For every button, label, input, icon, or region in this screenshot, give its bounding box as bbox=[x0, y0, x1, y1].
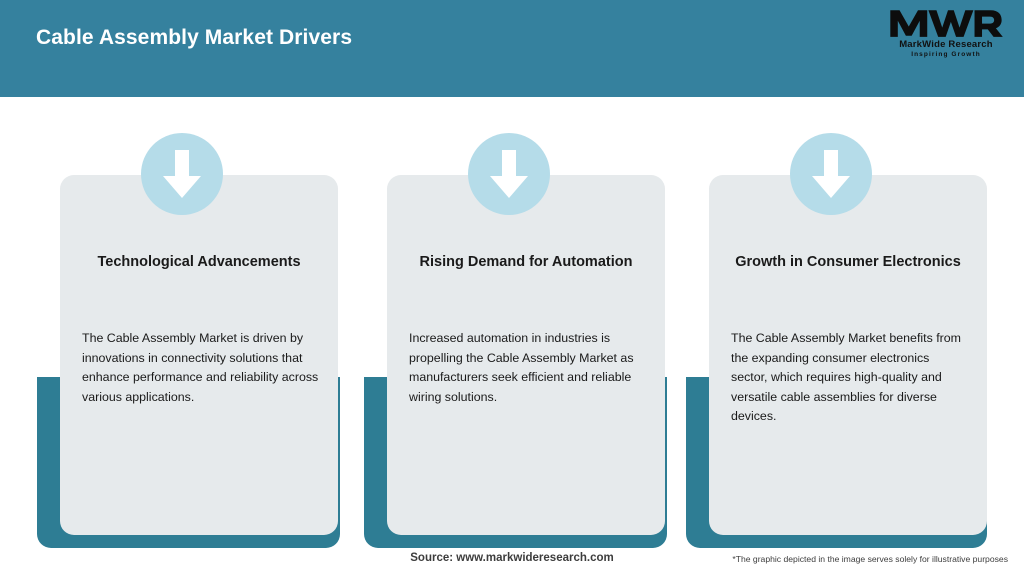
card-title: Rising Demand for Automation bbox=[419, 254, 633, 270]
card-title: Growth in Consumer Electronics bbox=[735, 254, 961, 270]
disclaimer-note: *The graphic depicted in the image serve… bbox=[732, 554, 1008, 564]
source-note: Source: www.markwideresearch.com bbox=[410, 552, 614, 564]
arrow-down-icon bbox=[468, 133, 550, 215]
arrow-down-glyph bbox=[163, 150, 201, 198]
card-body-text: The Cable Assembly Market benefits from … bbox=[731, 331, 962, 424]
card-surface: Technological Advancements The Cable Ass… bbox=[60, 175, 338, 535]
driver-card-1[interactable]: Technological Advancements The Cable Ass… bbox=[37, 97, 357, 552]
logo-tagline: Inspiring Growth bbox=[911, 51, 981, 58]
logo-company-name: MarkWide Research bbox=[899, 39, 993, 50]
mwr-logo-icon bbox=[890, 10, 1004, 37]
arrow-down-glyph bbox=[490, 150, 528, 198]
card-surface: Rising Demand for Automation Increased a… bbox=[387, 175, 665, 535]
card-surface: Growth in Consumer Electronics The Cable… bbox=[709, 175, 987, 535]
card-title: Technological Advancements bbox=[97, 254, 301, 270]
arrow-down-glyph bbox=[812, 150, 850, 198]
arrow-down-icon bbox=[141, 133, 223, 215]
page-title: Cable Assembly Market Drivers bbox=[36, 26, 353, 49]
arrow-down-icon bbox=[790, 133, 872, 215]
brand-logo: MarkWide Research Inspiring Growth bbox=[886, 8, 1006, 68]
card-body-text: Increased automation in industries is pr… bbox=[409, 331, 634, 404]
card-body-text: The Cable Assembly Market is driven by i… bbox=[82, 331, 319, 404]
header-band bbox=[0, 0, 1024, 97]
driver-card-2[interactable]: Rising Demand for Automation Increased a… bbox=[364, 97, 684, 552]
driver-cards-row: Technological Advancements The Cable Ass… bbox=[0, 97, 1024, 552]
driver-card-3[interactable]: Growth in Consumer Electronics The Cable… bbox=[686, 97, 1006, 552]
